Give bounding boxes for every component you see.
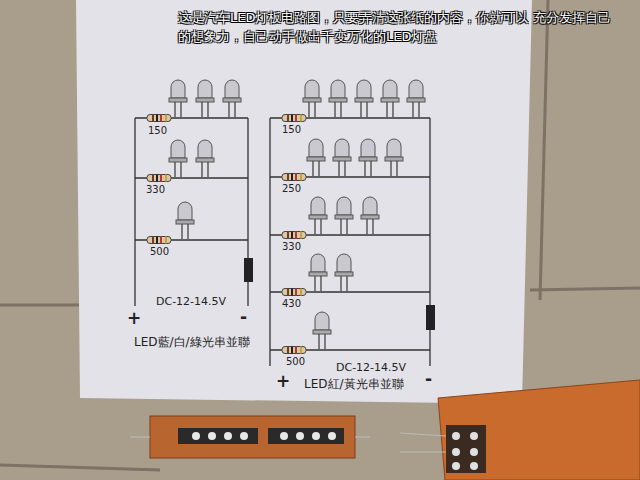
wire (429, 330, 430, 366)
resistor-value: 500 (150, 246, 169, 258)
resistor-symbol (282, 115, 306, 122)
resistor-value: 500 (286, 356, 305, 368)
resistor-value: 150 (148, 125, 167, 137)
led-symbol (307, 139, 325, 176)
resistor-value: 430 (282, 298, 301, 310)
terminal-sign: - (425, 370, 432, 390)
wire (429, 118, 430, 305)
pcb-board (400, 380, 640, 480)
tile-grout (530, 288, 640, 290)
led-symbol (335, 197, 353, 234)
led-symbol (385, 139, 403, 176)
led-symbol (333, 139, 351, 176)
led-symbol (196, 140, 214, 177)
right-circuit (270, 118, 430, 366)
wire (134, 118, 135, 306)
tile-grout (0, 304, 80, 307)
terminal-sign: + (127, 309, 141, 329)
led-symbol (313, 312, 331, 349)
wire (247, 282, 248, 306)
led-symbol (361, 197, 379, 234)
led-symbol (335, 254, 353, 291)
diode-symbol (244, 258, 253, 282)
resistor-value: 330 (146, 184, 165, 196)
led-symbol (381, 80, 399, 117)
resistor-symbol (282, 232, 306, 239)
led-symbol (329, 80, 347, 117)
resistor-value: 250 (282, 183, 301, 195)
led-symbol (223, 80, 241, 117)
led-symbol (407, 80, 425, 117)
paper-sheet (76, 0, 532, 404)
led-symbol (303, 80, 321, 117)
led-symbol (169, 140, 187, 177)
led-symbol (196, 80, 214, 117)
led-symbol (309, 254, 327, 291)
supply-voltage: DC-12-14.5V (156, 296, 226, 309)
led-symbol (169, 80, 187, 117)
led-symbol (359, 139, 377, 176)
resistor-symbol (147, 115, 171, 122)
wire (269, 118, 270, 366)
led-symbol (309, 197, 327, 234)
photo-caption: 这是汽车LED灯板电路图，只要弄清这张纸的内容，你就可以 充分发挥自己的想象力，… (178, 9, 623, 47)
tile-grout (540, 0, 548, 300)
resistor-symbol (282, 174, 306, 181)
resistor-value: 330 (282, 241, 301, 253)
terminal-sign: + (276, 372, 290, 392)
circuit-title: LED藍/白/綠光串並聯 (134, 336, 250, 350)
resistor-symbol (282, 347, 306, 354)
tile-grout (0, 465, 160, 470)
left-circuit (135, 118, 248, 306)
supply-voltage: DC-12-14.5V (336, 362, 406, 375)
diode-symbol (426, 305, 435, 330)
resistor-symbol (147, 175, 171, 182)
led-symbol (176, 202, 194, 239)
resistor-symbol (282, 289, 306, 296)
pcb-strip (130, 416, 370, 458)
resistor-value: 150 (282, 124, 301, 136)
resistor-symbol (147, 237, 171, 244)
wire (247, 118, 248, 258)
circuit-title: LED紅/黃光串並聯 (304, 378, 404, 392)
terminal-sign: - (240, 308, 247, 328)
led-symbol (355, 80, 373, 117)
